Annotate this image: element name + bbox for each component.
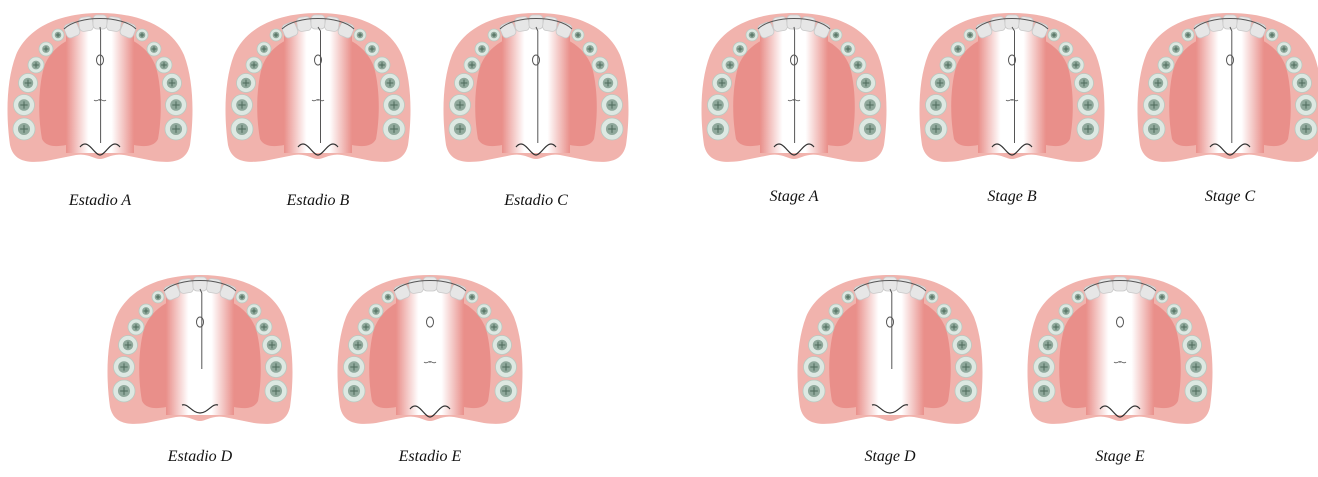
incisor-tooth — [1113, 277, 1127, 291]
stage-caption: Estadio E — [330, 448, 530, 466]
incisor-tooth — [93, 15, 107, 29]
stage-caption: Estadio B — [218, 192, 418, 210]
incisor-tooth — [529, 15, 543, 29]
palate-panel: Stage C — [1130, 5, 1318, 215]
palate-illustration — [330, 267, 530, 437]
incisor-tooth — [311, 15, 325, 29]
stage-caption: Stage B — [912, 188, 1112, 206]
stage-caption: Stage C — [1130, 188, 1318, 206]
midline-opening — [166, 289, 234, 415]
midline-opening — [502, 27, 570, 153]
incisor-tooth — [423, 277, 437, 291]
incisor-tooth — [1223, 15, 1237, 29]
midline-opening — [284, 27, 352, 153]
palate-illustration — [1130, 5, 1318, 175]
palate-illustration — [218, 5, 418, 175]
stage-caption: Stage E — [1020, 448, 1220, 466]
palate-illustration — [1020, 267, 1220, 437]
palate-panel: Stage E — [1020, 267, 1220, 477]
palate-illustration — [0, 5, 200, 175]
palate-panel: Estadio A — [0, 5, 200, 215]
palate-panel: Stage A — [694, 5, 894, 215]
palate-panel: Estadio C — [436, 5, 636, 215]
stage-caption: Estadio C — [436, 192, 636, 210]
midline-opening — [978, 27, 1046, 153]
stage-caption: Stage A — [694, 188, 894, 206]
palate-illustration — [436, 5, 636, 175]
incisor-tooth — [883, 277, 897, 291]
midline-opening — [1196, 27, 1264, 153]
palate-illustration — [790, 267, 990, 437]
midline-opening — [396, 289, 464, 415]
palate-panel: Estadio E — [330, 267, 530, 477]
palate-panel: Estadio B — [218, 5, 418, 215]
palate-illustration — [912, 5, 1112, 175]
incisor-tooth — [1005, 15, 1019, 29]
palate-panel: Stage D — [790, 267, 990, 477]
midline-opening — [1086, 289, 1154, 415]
incisor-tooth — [787, 15, 801, 29]
palate-illustration — [694, 5, 894, 175]
midline-opening — [66, 27, 134, 153]
stage-caption: Estadio D — [100, 448, 300, 466]
palate-panel: Stage B — [912, 5, 1112, 215]
stage-caption: Stage D — [790, 448, 990, 466]
palate-illustration — [100, 267, 300, 437]
stage-caption: Estadio A — [0, 192, 200, 210]
palate-panel: Estadio D — [100, 267, 300, 477]
midline-opening — [760, 27, 828, 153]
midline-opening — [856, 289, 924, 415]
incisor-tooth — [193, 277, 207, 291]
